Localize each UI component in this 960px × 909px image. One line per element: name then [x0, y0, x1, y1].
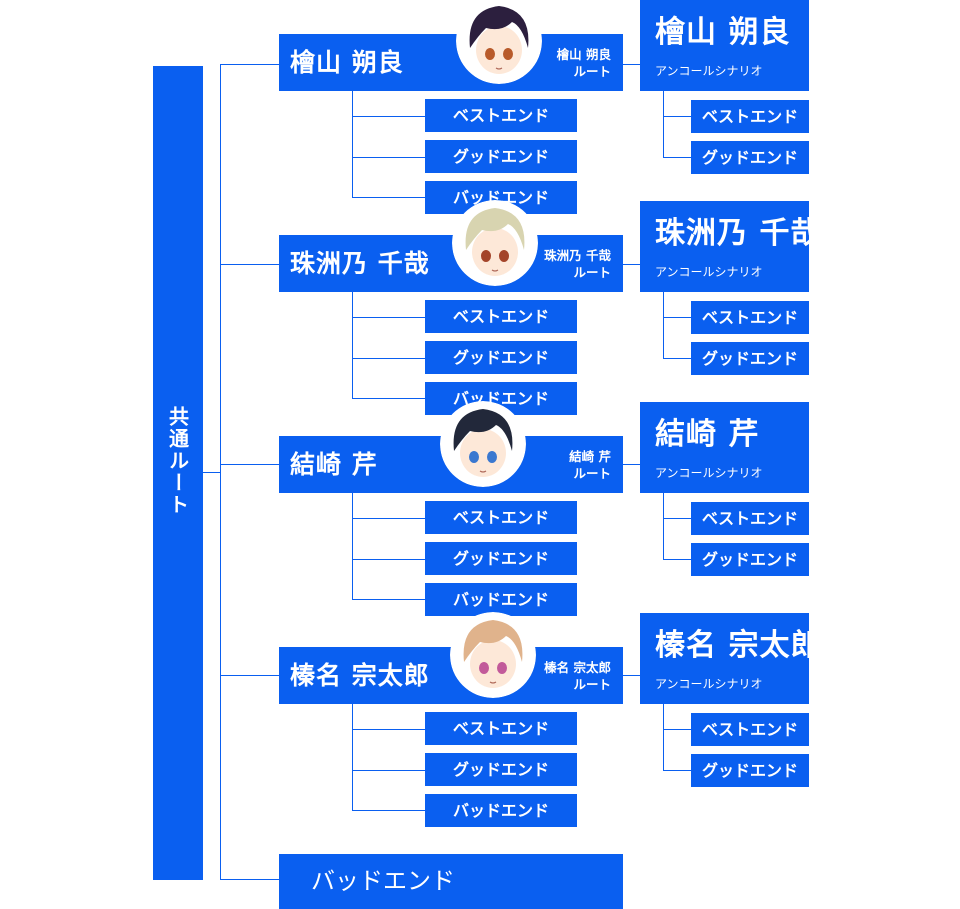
character-avatar	[452, 200, 538, 286]
good-end-box: グッドエンド	[425, 140, 577, 173]
route-sub-route: ルート	[573, 64, 611, 79]
route-to-encore-connector	[623, 64, 640, 65]
encore-ending-connector	[663, 770, 691, 771]
encore-sub-label: アンコールシナリオ	[655, 466, 763, 480]
endings-connector	[352, 704, 353, 811]
common-to-trunk-connector	[203, 472, 221, 473]
character-avatar-illustration	[440, 401, 526, 487]
encore-ending-connector	[663, 317, 691, 318]
route-box: 珠洲乃 千哉 珠洲乃 千哉 ルート	[279, 235, 623, 292]
encore-box: 榛名 宗太郎 アンコールシナリオ	[640, 613, 820, 704]
route-sub-label: 珠洲乃 千哉 ルート	[544, 247, 611, 281]
route-to-encore-connector	[623, 675, 640, 676]
best-end-box: ベストエンド	[425, 99, 577, 132]
encore-ending-connector	[663, 358, 691, 359]
route-sub-label: 榛名 宗太郎 ルート	[544, 659, 611, 693]
branch-connector	[220, 64, 280, 65]
best-end-box: ベストエンド	[425, 501, 577, 534]
route-to-encore-connector	[623, 464, 640, 465]
ending-connector	[352, 358, 425, 359]
encore-best-end-box: ベストエンド	[691, 502, 809, 535]
encore-endings-connector	[663, 493, 664, 559]
common-route-label: 共通ルート	[165, 406, 190, 516]
encore-endings-connector	[663, 292, 664, 358]
endings-connector	[352, 292, 353, 399]
route-sub-label: 檜山 朔良 ルート	[557, 46, 611, 80]
encore-best-end-box: ベストエンド	[691, 301, 809, 334]
encore-name: 珠洲乃 千哉	[655, 216, 822, 251]
ending-connector	[352, 197, 425, 198]
route-sub-name: 結崎 芹	[569, 449, 611, 464]
encore-name: 檜山 朔良	[655, 15, 791, 50]
encore-good-end-box: グッドエンド	[691, 754, 809, 787]
branch-connector	[220, 264, 280, 265]
endings-connector	[352, 91, 353, 198]
route-sub-label: 結崎 芹 ルート	[569, 448, 611, 482]
ending-connector	[352, 729, 425, 730]
route-sub-route: ルート	[573, 677, 611, 692]
encore-good-end-box: グッドエンド	[691, 543, 809, 576]
route-sub-route: ルート	[573, 265, 611, 280]
encore-sub-label: アンコールシナリオ	[655, 677, 763, 691]
best-end-box: ベストエンド	[425, 300, 577, 333]
character-avatar	[450, 612, 536, 698]
common-route-box: 共通ルート	[153, 66, 203, 880]
encore-name: 榛名 宗太郎	[655, 628, 822, 663]
encore-good-end-box: グッドエンド	[691, 342, 809, 375]
route-name: 檜山 朔良	[290, 48, 404, 77]
character-avatar-illustration	[452, 200, 538, 286]
ending-connector	[352, 770, 425, 771]
ending-connector	[352, 518, 425, 519]
endings-connector	[352, 493, 353, 600]
final-bad-end-label: バッドエンド	[311, 867, 455, 895]
character-avatar-illustration	[456, 0, 542, 84]
final-bad-end-box: バッドエンド	[279, 854, 623, 909]
route-name: 結崎 芹	[290, 450, 378, 479]
good-end-box: グッドエンド	[425, 341, 577, 374]
route-sub-name: 榛名 宗太郎	[544, 660, 611, 675]
branch-connector	[220, 879, 280, 880]
ending-connector	[352, 599, 425, 600]
encore-best-end-box: ベストエンド	[691, 100, 809, 133]
encore-ending-connector	[663, 518, 691, 519]
ending-connector	[352, 157, 425, 158]
encore-best-end-box: ベストエンド	[691, 713, 809, 746]
encore-box: 檜山 朔良 アンコールシナリオ	[640, 0, 809, 91]
ending-connector	[352, 559, 425, 560]
encore-endings-connector	[663, 704, 664, 770]
bad-end-box: バッドエンド	[425, 583, 577, 616]
encore-box: 珠洲乃 千哉 アンコールシナリオ	[640, 201, 820, 292]
ending-connector	[352, 398, 425, 399]
route-name: 珠洲乃 千哉	[290, 249, 430, 278]
encore-endings-connector	[663, 91, 664, 157]
ending-connector	[352, 317, 425, 318]
encore-ending-connector	[663, 157, 691, 158]
encore-ending-connector	[663, 729, 691, 730]
good-end-box: グッドエンド	[425, 542, 577, 575]
route-box: 檜山 朔良 檜山 朔良 ルート	[279, 34, 623, 91]
encore-ending-connector	[663, 116, 691, 117]
branch-connector	[220, 675, 280, 676]
ending-connector	[352, 116, 425, 117]
route-name: 榛名 宗太郎	[290, 661, 430, 690]
encore-sub-label: アンコールシナリオ	[655, 64, 763, 78]
route-sub-name: 檜山 朔良	[556, 47, 611, 62]
bad-end-box: バッドエンド	[425, 794, 577, 827]
ending-connector	[352, 810, 425, 811]
route-sub-route: ルート	[573, 466, 611, 481]
encore-box: 結崎 芹 アンコールシナリオ	[640, 402, 809, 493]
good-end-box: グッドエンド	[425, 753, 577, 786]
encore-name: 結崎 芹	[655, 417, 760, 452]
best-end-box: ベストエンド	[425, 712, 577, 745]
encore-ending-connector	[663, 559, 691, 560]
route-sub-name: 珠洲乃 千哉	[544, 248, 611, 263]
character-avatar	[456, 0, 542, 84]
encore-sub-label: アンコールシナリオ	[655, 265, 763, 279]
character-avatar-illustration	[450, 612, 536, 698]
route-to-encore-connector	[623, 264, 640, 265]
character-avatar	[440, 401, 526, 487]
branch-connector	[220, 464, 280, 465]
encore-good-end-box: グッドエンド	[691, 141, 809, 174]
